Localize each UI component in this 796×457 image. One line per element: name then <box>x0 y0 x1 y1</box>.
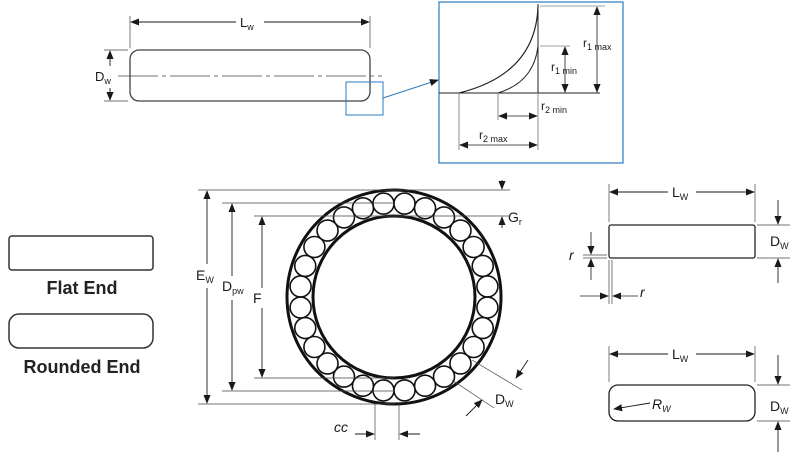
r1-max-label: r1 max <box>583 36 612 52</box>
flat-diameter-label: DW <box>770 233 789 251</box>
flat-end-caption: Flat End <box>47 278 118 298</box>
inner-race <box>311 214 477 380</box>
rounded-diameter-label: DW <box>770 398 789 416</box>
roller <box>372 192 395 215</box>
detail-inset: r1 max r1 min r2 min r2 max <box>438 1 624 164</box>
inner-dia-label: F <box>253 290 262 306</box>
roller <box>372 379 395 402</box>
top-diameter-label: Dw <box>95 69 111 86</box>
roller <box>393 192 416 215</box>
roller <box>471 316 495 340</box>
roller <box>413 196 437 220</box>
roller <box>432 206 456 229</box>
roller <box>293 254 317 278</box>
outer-race <box>285 188 503 406</box>
roller <box>449 219 472 242</box>
top-roller-body <box>129 49 371 102</box>
rounded-end-caption: Rounded End <box>24 357 141 377</box>
roller <box>449 352 472 375</box>
roller-assembly: EW Dpw F Gr DW cc <box>195 180 529 440</box>
roller <box>289 275 312 298</box>
detail-leader-line <box>382 79 439 99</box>
roller <box>413 374 437 398</box>
r2-max-label: r2 max <box>479 128 508 144</box>
corner-profile-inner <box>497 45 539 94</box>
rounded-end-roller <box>8 313 154 349</box>
roller-dia-label: DW <box>495 391 514 409</box>
top-roller-view: Lw Dw <box>94 13 439 116</box>
outer-dia-label: EW <box>196 267 214 285</box>
flat-length-label: LW <box>672 184 689 202</box>
roller <box>332 365 356 388</box>
detail-marker-box <box>345 81 384 116</box>
roller <box>351 196 375 220</box>
rounded-roller-body <box>608 384 756 422</box>
roller <box>471 254 495 278</box>
top-length-label: Lw <box>240 15 254 32</box>
roller <box>476 275 499 298</box>
roller <box>476 296 499 319</box>
roller <box>303 235 326 259</box>
flat-roller-view: LW DW r r <box>569 182 790 304</box>
r1-min-label: r1 min <box>551 60 577 76</box>
corner-profile-outer <box>458 5 539 94</box>
roller-ring <box>289 192 499 402</box>
pitch-dia-label: Dpw <box>222 278 244 296</box>
rounded-length-label: LW <box>672 346 689 364</box>
flat-roller-body <box>608 224 756 259</box>
roller <box>432 365 456 388</box>
roller <box>316 352 339 375</box>
rounded-roller-view: LW DW RW <box>608 344 790 452</box>
roller <box>462 335 485 359</box>
roller <box>303 335 326 359</box>
roller <box>351 374 375 398</box>
flat-corner-label-horizontal: r <box>640 284 646 300</box>
flat-end-roller <box>8 235 154 271</box>
r2-min-label: r2 min <box>541 99 567 115</box>
roller <box>332 206 356 229</box>
roller <box>293 316 317 340</box>
roller <box>289 296 312 319</box>
center-spacing-label: cc <box>334 419 348 435</box>
rounded-radius-label: RW <box>652 396 672 414</box>
roller <box>393 379 416 402</box>
flat-corner-label-vertical: r <box>569 247 575 263</box>
radial-gap-label: Gr <box>508 209 522 227</box>
detail-inset-frame <box>438 1 624 164</box>
end-types: Flat End Rounded End <box>8 235 154 377</box>
roller <box>462 235 485 259</box>
roller <box>316 219 339 242</box>
